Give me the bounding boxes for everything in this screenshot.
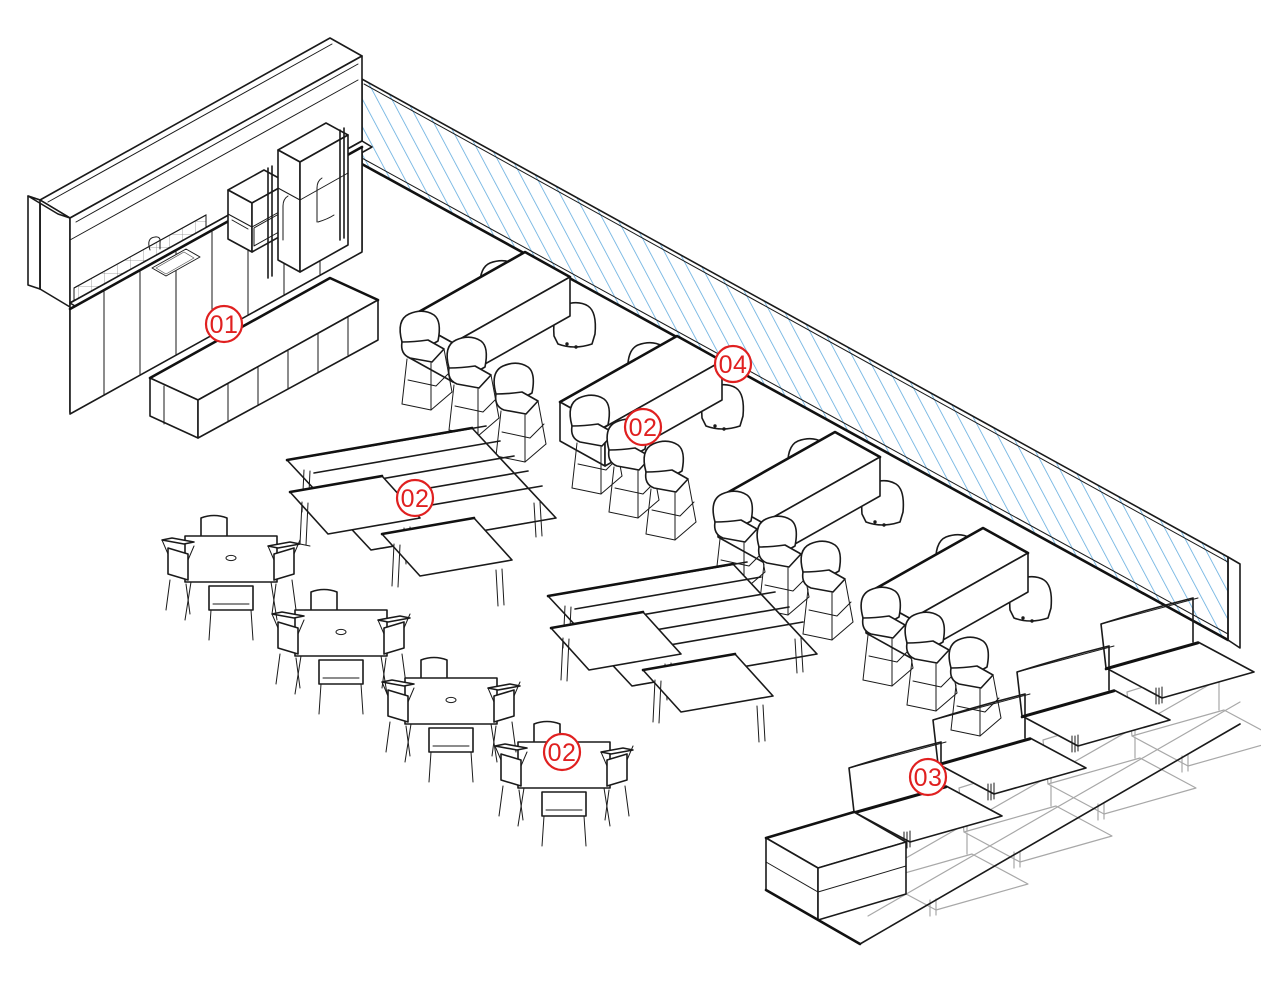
marker-03[interactable]: 03 [908, 757, 948, 797]
marker-04[interactable]: 04 [713, 344, 753, 384]
marker-01[interactable]: 01 [204, 304, 244, 344]
marker-02c-label: 02 [548, 739, 577, 767]
marker-02-picnic[interactable]: 02 [395, 478, 435, 518]
dining-table-3 [712, 430, 905, 641]
marker-02b-label: 02 [629, 414, 658, 442]
square-table-group-1 [161, 514, 301, 641]
workstation-end-cabinet [764, 810, 907, 921]
marker-02-dining[interactable]: 02 [623, 407, 663, 447]
dining-table-4 [860, 526, 1053, 737]
island-counter [148, 276, 380, 439]
marker-04-label: 04 [719, 351, 748, 379]
kitchen-wall-assembly [27, 37, 373, 415]
square-table-group-3 [381, 656, 521, 783]
picnic-table-2 [546, 561, 818, 743]
marker-02-square[interactable]: 02 [542, 732, 582, 772]
marker-02a-label: 02 [401, 485, 430, 513]
dining-table-1 [399, 250, 597, 463]
tall-refrigerator [277, 122, 349, 273]
workstation-bench [764, 596, 1261, 946]
marker-01-label: 01 [210, 311, 239, 339]
callout-markers: 01 02 02 02 03 04 [204, 304, 948, 797]
marker-03-label: 03 [914, 764, 943, 792]
square-table-group-2 [271, 588, 411, 715]
sink-with-faucet [148, 236, 201, 277]
